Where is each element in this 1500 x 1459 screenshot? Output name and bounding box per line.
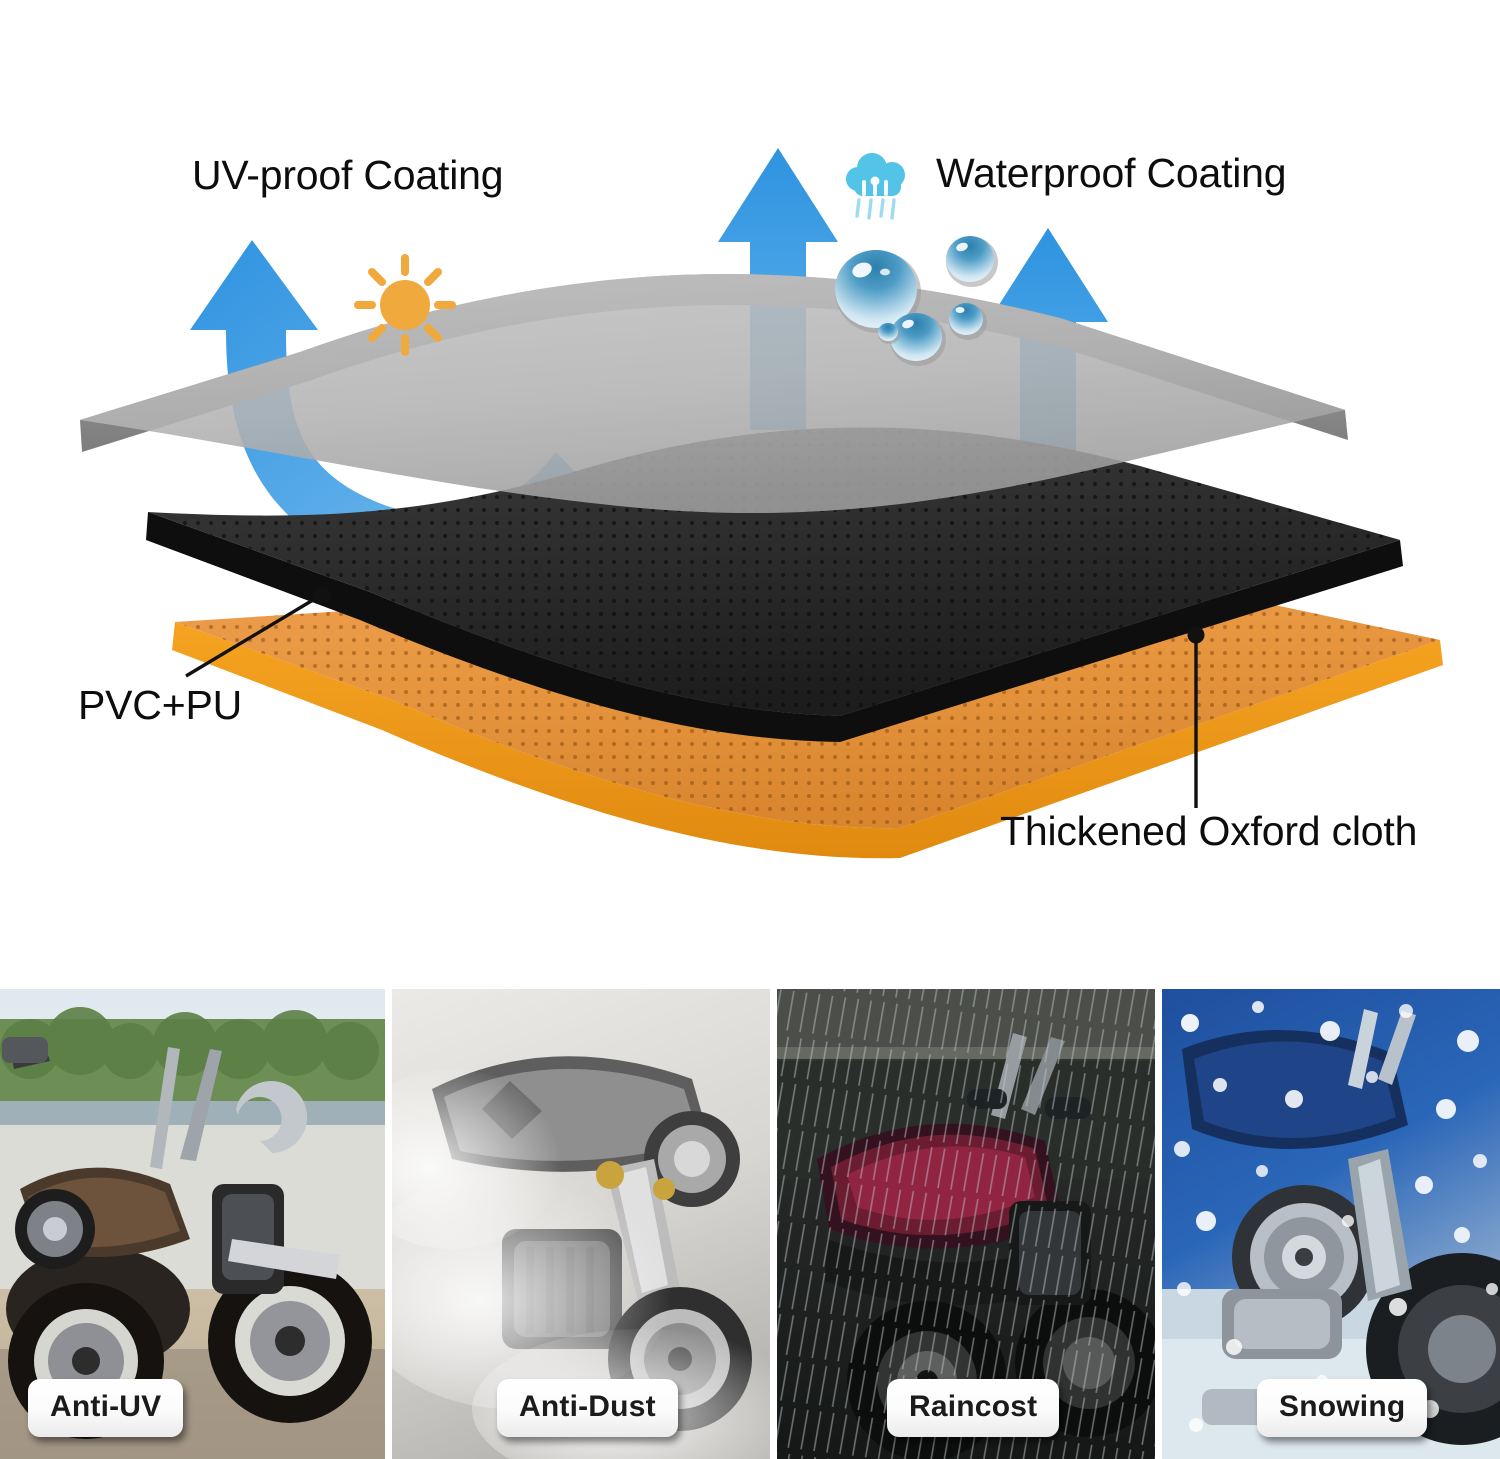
badge-snowing: Snowing xyxy=(1257,1379,1428,1437)
photo-panel-anti-dust[interactable]: Anti-Dust xyxy=(392,989,770,1459)
leader-line-oxford xyxy=(1187,626,1205,808)
water-droplets-icon xyxy=(835,236,998,366)
uv-proof-coating-label: UV-proof Coating xyxy=(192,152,504,198)
leader-line-pvc xyxy=(185,586,331,678)
photo-panel-anti-uv[interactable]: Anti-UV xyxy=(0,989,385,1459)
layers-illustration xyxy=(80,148,1443,859)
waterproof-coating-label: Waterproof Coating xyxy=(936,150,1287,196)
badge-anti-uv: Anti-UV xyxy=(28,1379,184,1437)
photo-anti-dust xyxy=(392,989,770,1459)
thickened-oxford-cloth-label: Thickened Oxford cloth xyxy=(1000,808,1418,854)
uv-curved-arrow-icon xyxy=(190,240,600,576)
layer-structure-diagram: UV-proof Coating Waterproof Coating PVC+… xyxy=(78,148,1443,859)
photo-panel-raincost[interactable]: Raincost xyxy=(777,989,1155,1459)
pvc-pu-label: PVC+PU xyxy=(78,682,243,728)
layer-pvc-pu xyxy=(146,427,1403,742)
photo-panel-snowing[interactable]: Snowing xyxy=(1162,989,1500,1459)
rain-cloud-icon xyxy=(842,148,914,224)
usage-scenario-gallery: Anti-UV xyxy=(0,989,1500,1459)
layer-top-coating xyxy=(80,274,1348,514)
sun-icon xyxy=(354,254,456,356)
badge-anti-dust: Anti-Dust xyxy=(497,1379,678,1437)
badge-raincost: Raincost xyxy=(887,1379,1060,1437)
